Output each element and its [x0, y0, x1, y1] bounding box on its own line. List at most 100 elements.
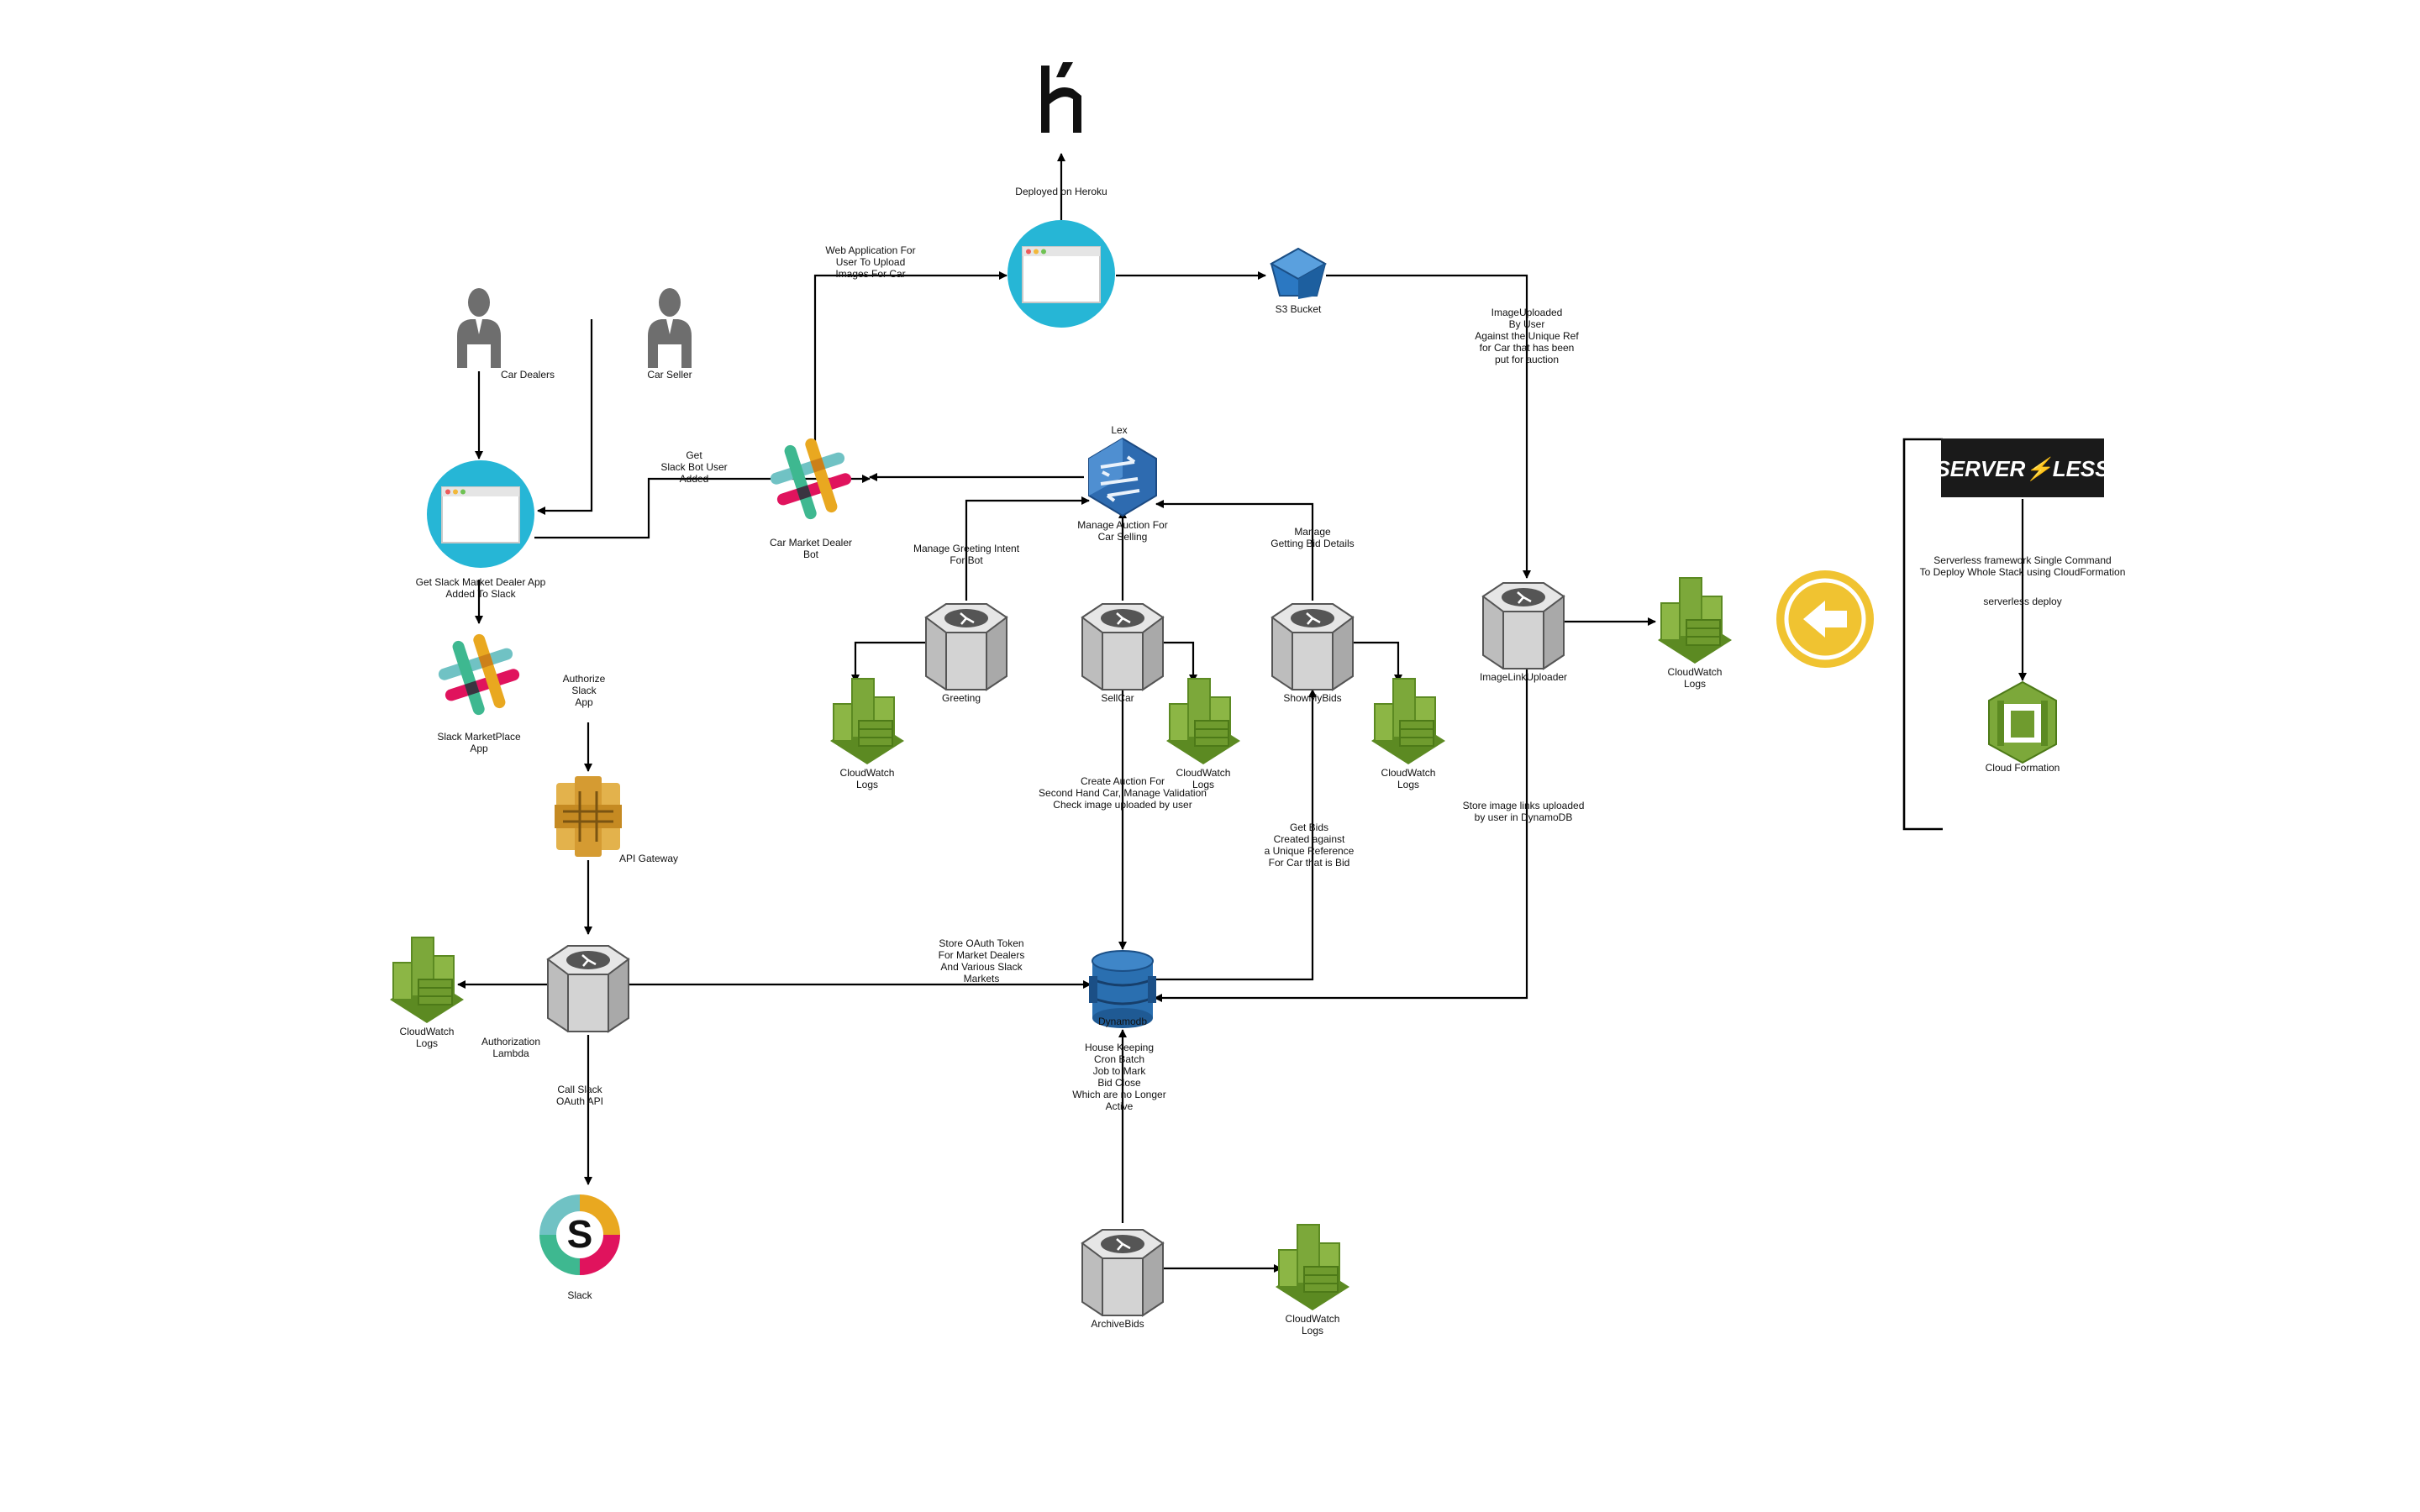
- lambda-icon: [924, 602, 1008, 691]
- serverless-bracket: [1902, 438, 1943, 831]
- car-seller-node: Car Seller: [647, 288, 692, 381]
- dealer-app-node: [426, 459, 535, 569]
- cloudformation-node: Cloud Formation: [1986, 680, 2060, 774]
- api-gateway-label: API Gateway: [619, 853, 678, 864]
- lambda-icon: [1481, 581, 1565, 670]
- slack-label: Slack: [567, 1289, 592, 1301]
- cloudwatch-icon: [389, 937, 465, 1024]
- cloudwatch-icon: [1165, 678, 1241, 765]
- cloudwatch-icon: [1370, 678, 1446, 765]
- serverless-wordmark: SERVER⚡LESS: [1935, 456, 2110, 482]
- heroku-icon: [1041, 62, 1081, 133]
- archivebids-node: ArchiveBids: [1081, 1228, 1165, 1330]
- dynamodb-node: Dynamodb: [1089, 950, 1156, 1028]
- car-dealers-node: Car Dealers: [457, 288, 555, 381]
- car-seller-label: Car Seller: [647, 369, 692, 381]
- sellcar-node: SellCar: [1081, 602, 1165, 704]
- dynamodb-icon: [1089, 950, 1156, 1028]
- back-arrow-node: [1776, 570, 1874, 668]
- greeting-node: Greeting: [924, 602, 1008, 704]
- greeting-label: Greeting: [942, 692, 981, 704]
- serverless-deploy-edge-label: serverless deploy: [1983, 596, 2061, 607]
- lambda-icon: [546, 944, 630, 1033]
- web-app-node: [1007, 219, 1116, 328]
- browser-icon: [1007, 219, 1116, 328]
- deployed-heroku-edge-label: Deployed on Heroku: [1015, 186, 1107, 197]
- showmybids-node: ShowMyBids: [1270, 602, 1355, 704]
- lambda-icon: [1270, 602, 1355, 691]
- archivebids-label: ArchiveBids: [1091, 1318, 1144, 1330]
- lambda-icon: [1081, 1228, 1165, 1317]
- showmybids-label: ShowMyBids: [1283, 692, 1341, 704]
- dynamodb-label: Dynamodb: [1098, 1016, 1147, 1027]
- connector-arrow: [1163, 641, 1197, 683]
- s3-label: S3 Bucket: [1276, 303, 1322, 315]
- connector-arrow: [851, 641, 926, 683]
- image-uploader-label: ImageLinkUploader: [1480, 671, 1567, 683]
- cloudwatch-icon: [1657, 577, 1733, 664]
- image-uploader-node: ImageLinkUploader: [1480, 581, 1567, 683]
- connector-arrow: [537, 319, 593, 515]
- browser-icon: [426, 459, 535, 569]
- lex-label: Lex: [1111, 424, 1127, 436]
- sellcar-label: SellCar: [1101, 692, 1134, 704]
- connector-arrow: [1155, 500, 1314, 601]
- connector-lines: [457, 153, 2027, 1273]
- connector-arrow: [1326, 274, 1531, 579]
- cloudwatch-icon: [1275, 1224, 1350, 1311]
- serverless-logo-node: SERVER⚡LESS: [1935, 438, 2110, 497]
- lex-node: Lex: [1088, 424, 1157, 517]
- connector-arrow: [813, 271, 1007, 444]
- serverless-logo: SERVER⚡LESS: [1935, 438, 2110, 497]
- lex-icon: [1088, 437, 1157, 517]
- heroku-node: [1041, 62, 1081, 133]
- connector-arrow: [1155, 689, 1317, 981]
- lambda-icon: [1081, 602, 1165, 691]
- connector-arrow: [965, 496, 1090, 601]
- api-gateway-node: API Gateway: [555, 776, 678, 864]
- connector-arrow: [1154, 664, 1528, 1002]
- s3-node: S3 Bucket: [1269, 247, 1328, 315]
- connector-arrow: [1353, 641, 1402, 683]
- slack-logo-letter: S: [567, 1212, 593, 1256]
- connector-arrow: [534, 475, 871, 539]
- s3-bucket-icon: [1269, 247, 1328, 299]
- back-arrow-icon[interactable]: [1776, 570, 1874, 668]
- api-gateway-icon: [555, 776, 622, 857]
- cloudwatch-icon: [829, 678, 905, 765]
- slack-logo-icon: S: [539, 1194, 620, 1275]
